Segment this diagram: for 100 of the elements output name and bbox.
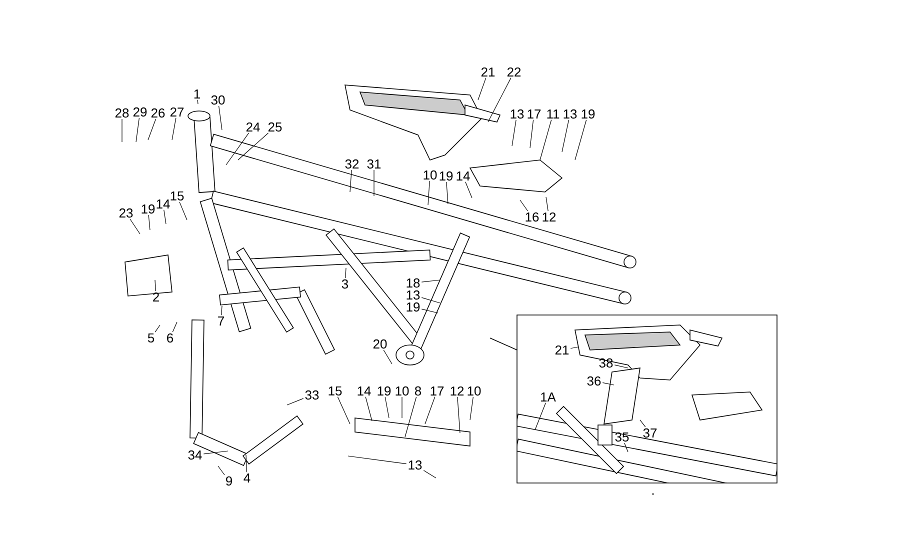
callout-number: 34 [188,450,202,460]
callout-number: 21 [481,67,495,77]
callout-number: 6 [167,333,174,343]
leader-line [286,398,304,406]
callout-number: 2 [153,292,159,302]
callout-number: 19 [142,204,155,214]
callout-number: 13 [406,290,420,300]
leader-line [384,396,390,418]
leader-line [337,396,350,424]
leader-line [478,78,486,100]
callout-number: 17 [430,386,444,396]
callout-number: 21 [555,345,569,355]
callout-number: 7 [218,316,224,326]
leader-line [348,456,407,464]
leader-line [428,180,430,206]
leader-line [530,120,534,148]
callout-number: 38 [599,358,613,368]
leader-line [424,396,436,424]
callout-number: 1A [541,392,556,402]
leader-line [488,78,512,122]
leader-line [421,297,440,304]
callout-number: 33 [305,390,319,400]
leader-line [624,442,628,452]
callout-number: 19 [378,386,391,396]
callout-number: 18 [406,278,420,288]
leader-line [203,450,228,454]
leader-line [221,306,222,316]
callout-number: 37 [643,428,657,438]
leader-line [465,182,472,198]
callout-number: 24 [246,122,260,132]
callout-number: 3 [342,279,348,289]
leader-line [520,200,528,212]
callout-number: 30 [211,95,225,105]
callout-number: 36 [587,376,601,386]
leader-line [383,350,392,364]
callout-number: 19 [440,171,453,181]
leader-line [512,120,516,146]
callout-number: 12 [450,386,464,396]
leader-line [602,382,614,386]
callout-number: 4 [244,474,250,482]
leader-line [470,396,474,420]
callout-number: 14 [456,172,470,180]
callout-number: 22 [507,67,521,77]
leader-line [365,396,372,422]
callout-number: 14 [156,200,170,208]
leader-line [148,118,156,140]
leader-line [226,132,250,166]
leader-line [345,268,346,278]
callout-number: 29 [133,107,147,117]
leader-line [246,454,248,472]
leader-line [534,402,546,430]
leader-line [164,210,166,224]
callout-number: 32 [345,159,359,169]
callout-number: 13 [510,109,524,119]
callout-number: 19 [406,302,420,312]
callout-number: 23 [119,208,133,218]
callout-number: 10 [396,386,409,396]
leader-line [218,106,222,130]
callout-number: 13 [408,460,422,470]
callout-number: 13 [564,109,577,119]
callout-number: 35 [615,432,629,442]
leader-line [423,470,436,478]
callout-number: 15 [170,191,184,201]
callout-number: 9 [226,476,232,486]
leader-line [130,218,140,234]
callout-number: 20 [373,339,387,349]
leader-line [136,118,140,142]
callout-number: 12 [542,212,556,222]
leader-line [154,280,156,292]
leader-line [197,100,198,104]
callout-number: 19 [582,109,595,119]
callout-number: 14 [358,386,371,396]
leader-line [238,132,269,160]
callout-number: 5 [148,333,154,343]
leader-line [446,182,448,204]
leader-line [421,280,440,282]
leader-line [404,396,417,438]
callout-number: 27 [170,107,184,117]
callout-number: 8 [414,386,422,396]
callout-number: 15 [328,386,342,396]
leader-line [154,324,160,332]
leader-line [172,322,178,332]
leader-line [640,420,646,428]
callout-number: 10 [424,170,437,180]
leader-line [172,118,176,140]
leader-line [350,170,352,192]
leader-line [562,120,570,152]
leader-line [218,466,225,476]
callout-number: 11 [547,110,560,118]
callout-number: 17 [528,110,541,118]
leader-line [421,308,438,314]
leader-line [570,346,578,349]
callout-number: 28 [115,108,129,118]
leader-line [614,364,628,368]
leader-line [540,120,552,160]
callout-number: 26 [151,108,165,118]
callout-number: 10 [468,386,481,396]
leader-line [457,396,460,434]
leader-line [179,202,188,220]
leader-line [574,120,587,160]
